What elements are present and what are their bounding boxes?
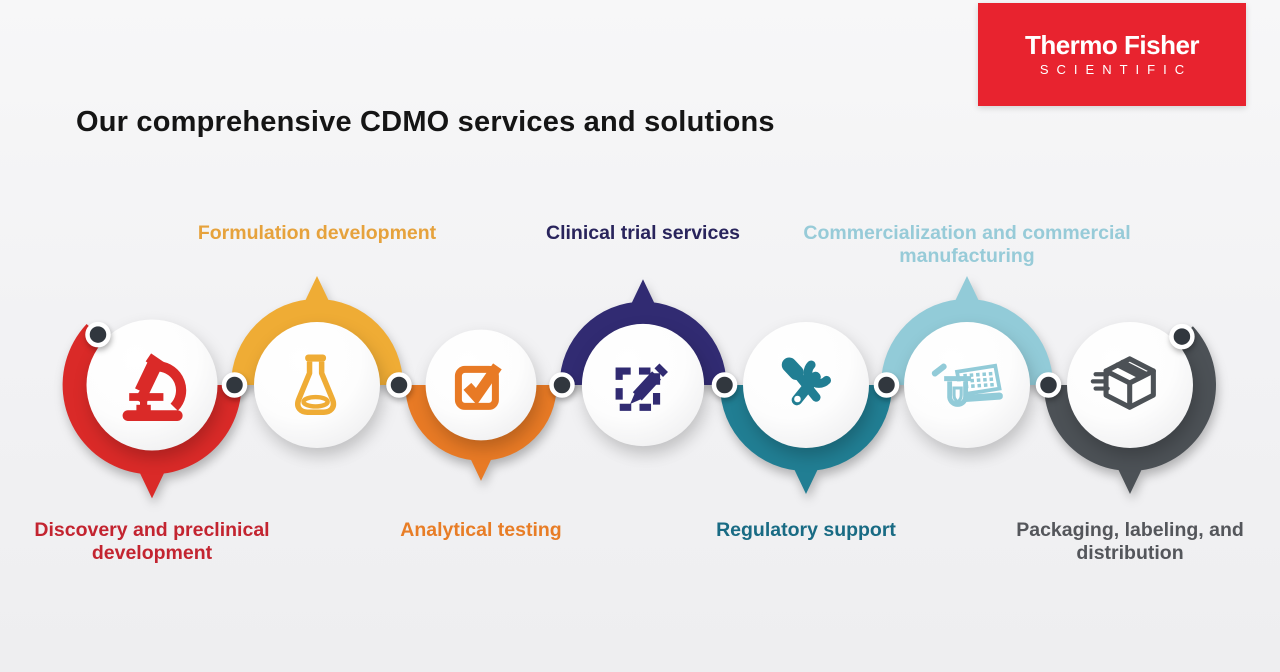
connector-dot	[386, 372, 412, 398]
box-icon	[1090, 356, 1156, 410]
packaging-arc	[1044, 326, 1216, 494]
formulation-arc	[231, 276, 403, 385]
logo-brand-text: Thermo Fisher	[1024, 30, 1200, 60]
connector-dot	[1035, 372, 1062, 398]
connector-dot	[873, 372, 900, 398]
page-title: Our comprehensive CDMO services and solu…	[76, 106, 775, 138]
formulation-label: Formulation development	[197, 222, 437, 244]
packaging-label: Packaging, labeling, and distribution	[1016, 519, 1244, 564]
regulatory-label: Regulatory support	[716, 519, 896, 541]
thermofisher-logo: Thermo Fisher SCIENTIFIC	[978, 3, 1246, 106]
connector-dot	[221, 372, 248, 398]
analytical-arc	[405, 385, 557, 481]
tools-icon	[781, 357, 832, 406]
tube-plate-icon	[931, 363, 1003, 407]
flask-icon	[295, 354, 337, 415]
connector-dot	[85, 321, 111, 348]
commercialization-arc	[881, 276, 1053, 385]
discovery-label: Discovery and preclinical development	[34, 519, 270, 564]
pencil-select-icon	[615, 363, 668, 411]
commercialization-label: Commercialization and commercial manufac…	[803, 222, 1131, 267]
logo-subtitle-text: SCIENTIFIC	[1039, 62, 1193, 77]
checkbox-icon	[454, 363, 502, 410]
connector-dot	[1169, 323, 1195, 350]
clinical-label: Clinical trial services	[545, 222, 741, 244]
connector-dot	[711, 372, 738, 398]
analytical-label: Analytical testing	[400, 519, 562, 541]
microscope-icon	[122, 353, 187, 421]
connector-dot	[549, 372, 575, 398]
clinical-arc	[559, 279, 727, 385]
discovery-arc	[62, 324, 242, 499]
regulatory-arc	[720, 385, 892, 494]
formulation-circle	[254, 322, 380, 448]
